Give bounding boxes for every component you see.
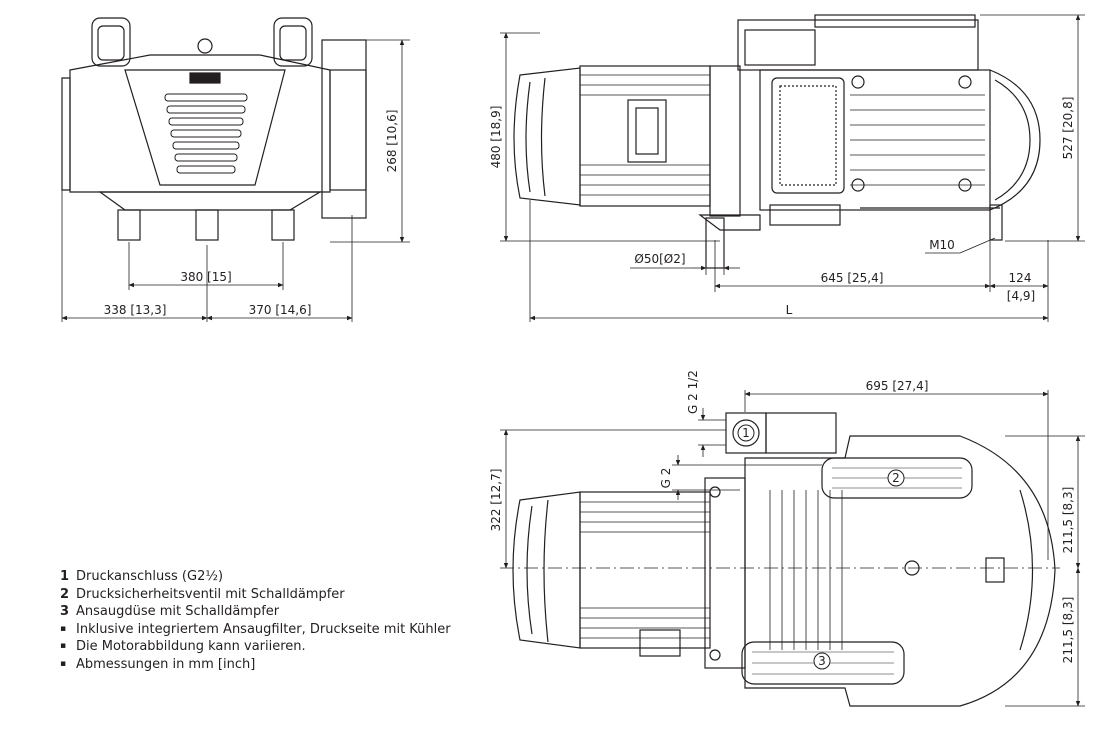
legend-text: Inklusive integriertem Ansaugfilter, Dru… <box>76 621 451 637</box>
front-dimensions <box>61 39 410 322</box>
legend-marker: 2 <box>60 586 70 602</box>
top-motor <box>512 491 711 657</box>
legend-item-5: ▪ Die Motorabbildung kann variieren. <box>60 638 460 656</box>
legend-text: Druckanschluss (G2½) <box>76 569 224 584</box>
legend-bullet: ▪ <box>60 641 67 651</box>
front-foot-center <box>195 209 219 241</box>
legend-bullet: ▪ <box>60 658 67 669</box>
callout-2: 2 <box>887 469 905 487</box>
top-view <box>500 412 1060 707</box>
front-dim-right: 370 [14,6] <box>249 303 312 317</box>
top-dim-width: 695 [27,4] <box>866 379 929 393</box>
legend-text: Ansaugdüse mit Schalldämpfer <box>76 604 280 619</box>
top-safety-valve <box>821 457 973 499</box>
front-foot-right <box>271 209 295 241</box>
callout-2-label: 2 <box>892 471 900 485</box>
top-dimensions <box>500 390 1085 707</box>
legend-item-6: ▪ Abmessungen in mm [inch] <box>60 656 460 674</box>
legend-item-3: 3 Ansaugdüse mit Schalldämpfer <box>60 603 460 621</box>
front-dim-height: 268 [10,6] <box>385 110 399 173</box>
callout-1: 1 <box>737 424 755 442</box>
legend-bullet: ▪ <box>60 623 67 634</box>
front-foot-left <box>117 209 141 241</box>
front-side-port <box>321 39 367 219</box>
side-dim-length: 645 [25,4] <box>821 271 884 285</box>
side-dim-total-length: L <box>786 303 793 317</box>
side-dim-motor-height: 480 [18,9] <box>489 106 503 169</box>
front-lifting-handle-right <box>273 17 313 67</box>
side-dim-offset-a: 124 <box>1009 271 1032 285</box>
front-eyebolt <box>197 38 213 54</box>
side-dim-pipe: Ø50[Ø2] <box>634 252 685 266</box>
legend-item-2: 2 Drucksicherheitsventil mit Schalldämpf… <box>60 586 460 604</box>
top-dim-half-bottom: 211,5 [8,3] <box>1061 597 1075 664</box>
side-foot-m10 <box>989 204 1003 241</box>
front-grille <box>124 69 286 186</box>
legend-text: Abmessungen in mm [inch] <box>76 656 256 672</box>
callout-3-label: 3 <box>818 654 826 668</box>
top-thread-inlet: G 2 <box>659 468 673 489</box>
top-outlet-port <box>725 412 837 454</box>
legend-marker: 3 <box>60 604 70 619</box>
front-view <box>61 17 367 241</box>
callout-3: 3 <box>813 652 831 670</box>
side-terminal-box <box>627 99 667 163</box>
legend-item-1: 1 Druckanschluss (G2½) <box>60 568 460 586</box>
legend-item-4: ▪ Inklusive integriertem Ansaugfilter, D… <box>60 621 460 639</box>
side-dim-offset-b: [4,9] <box>1007 289 1035 303</box>
top-thread-outlet: G 2 1/2 <box>686 370 700 414</box>
top-suction-nozzle <box>741 641 905 685</box>
side-dim-total-height: 527 [20,8] <box>1061 97 1075 160</box>
legend: 1 Druckanschluss (G2½) 2 Drucksicherheit… <box>60 568 460 673</box>
top-pump-body <box>744 435 1056 707</box>
legend-text: Drucksicherheitsventil mit Schalldämpfer <box>76 586 345 602</box>
top-dim-half-top: 211,5 [8,3] <box>1061 487 1075 554</box>
legend-text: Die Motorabbildung kann variieren. <box>76 639 306 654</box>
callout-1-label: 1 <box>742 426 750 440</box>
front-dim-feet: 380 [15] <box>180 270 231 284</box>
side-motor <box>513 65 711 207</box>
side-filter-grille <box>771 77 845 194</box>
side-dim-thread: M10 <box>929 238 955 252</box>
side-pump-body <box>737 14 1041 211</box>
front-grille-slots <box>164 93 248 174</box>
side-view <box>513 14 1041 269</box>
front-dim-left: 338 [13,3] <box>104 303 167 317</box>
side-dimensions <box>500 14 1085 322</box>
front-lifting-handle-left <box>91 17 131 67</box>
legend-marker: 1 <box>60 569 70 584</box>
top-dim-depth: 322 [12,7] <box>489 469 503 532</box>
